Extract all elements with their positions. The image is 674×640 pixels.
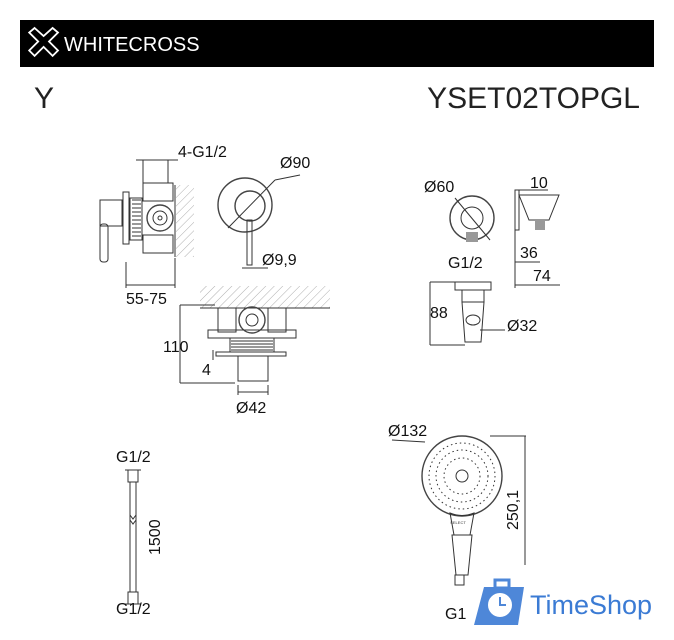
hose-thread-bottom-label: G1/2: [116, 601, 151, 618]
hose-drawing: [125, 469, 141, 605]
hose-thread-top-label: G1/2: [116, 449, 151, 466]
body-diameter-label: Ø42: [236, 400, 266, 417]
outlet-width-label: 10: [530, 175, 548, 192]
shower-diameter-label: Ø132: [388, 423, 427, 440]
depth-label: 55-75: [126, 291, 167, 308]
shower-holder-drawing: [429, 281, 505, 346]
wall-outlet-drawing: [449, 189, 560, 288]
shower-length-label: 250,1: [505, 490, 522, 530]
header-bar: [20, 20, 654, 67]
watermark-text: TimeShop: [530, 590, 652, 620]
holder-height-label: 88: [430, 305, 448, 322]
lever-diameter-label: Ø9,9: [262, 252, 297, 269]
hand-shower-drawing: [391, 435, 526, 586]
thread-label: 4-G1/2: [178, 144, 227, 161]
mixer-side-view: [99, 159, 194, 288]
height-label: 110: [163, 339, 189, 356]
series-letter: Y: [34, 82, 54, 115]
outlet-depth-b-label: 74: [533, 268, 551, 285]
holder-diameter-label: Ø32: [507, 318, 537, 335]
hose-length-label: 1500: [147, 519, 164, 555]
cross-outline-logo-icon: [27, 26, 60, 58]
select-button-label: SELECT: [450, 520, 466, 525]
mixer-top-view: [179, 286, 330, 395]
outlet-thread-label: G1/2: [448, 255, 483, 272]
mixer-front-view: [217, 174, 301, 269]
offset-label: 4: [202, 362, 211, 379]
timeshop-watermark-icon: [474, 578, 524, 625]
outlet-depth-a-label: 36: [520, 245, 538, 262]
brand-name: WHITECROSS: [64, 34, 200, 56]
plate-diameter-label: Ø90: [280, 155, 310, 172]
outlet-diameter-label: Ø60: [424, 179, 454, 196]
shower-thread-label: G1: [445, 606, 466, 623]
model-code: YSET02TOPGL: [427, 82, 640, 115]
